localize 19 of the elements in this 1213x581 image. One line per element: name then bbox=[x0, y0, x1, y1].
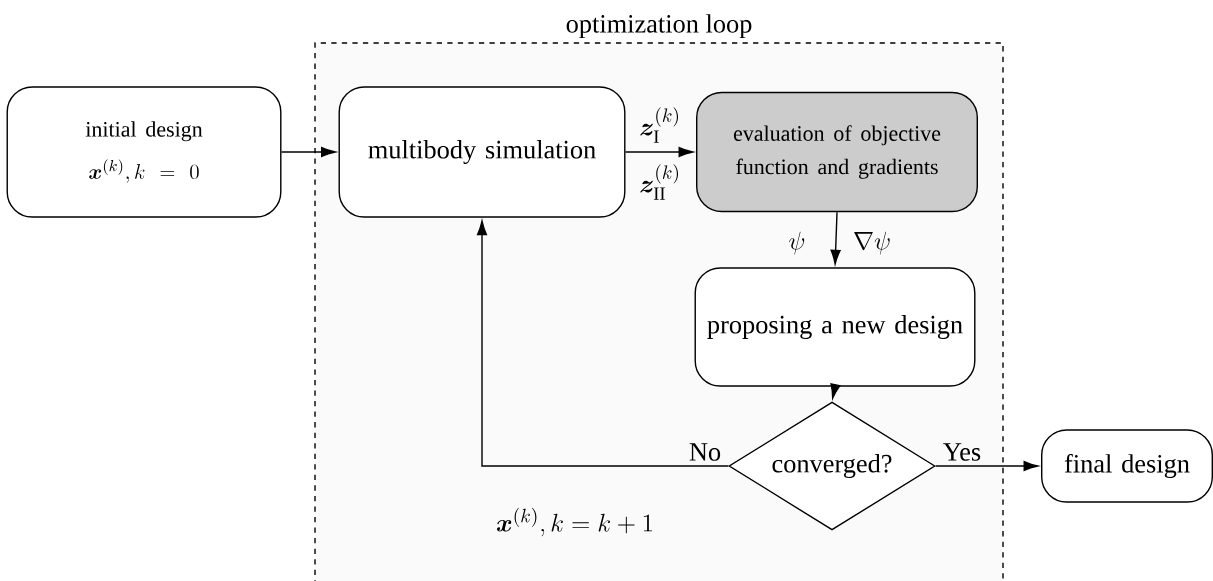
arrow bbox=[624, 146, 694, 158]
arrow bbox=[830, 383, 841, 399]
math-label: $\boldsymbol{x}^{(k)}, k=k+1$ bbox=[497, 507, 652, 537]
process-box: evaluation of objective function and gradients bbox=[696, 91, 978, 213]
edge-label: No bbox=[689, 443, 721, 461]
math-label: $\nabla\psi$ bbox=[854, 231, 890, 255]
math-label: $\boldsymbol{z}_{\mathrm{I}}^{(k)}$ bbox=[640, 107, 678, 143]
math-label: $\boldsymbol{z}_{\mathrm{II}}^{(k)}$ bbox=[640, 164, 678, 200]
arrow bbox=[830, 211, 841, 265]
arrow bbox=[476, 220, 729, 467]
process-box: initial design $\boldsymbol{x}^{(k)}, k=0$ bbox=[6, 86, 282, 218]
arrow bbox=[935, 460, 1039, 472]
edge-label: Yes bbox=[943, 443, 981, 461]
process-box: multibody simulation bbox=[338, 86, 626, 218]
node-label: optimization loop bbox=[566, 14, 752, 39]
process-box: proposing a new design bbox=[694, 267, 976, 387]
arrow bbox=[280, 146, 336, 158]
process-box: final design bbox=[1041, 429, 1213, 503]
math-label: $\psi$ bbox=[789, 231, 805, 255]
